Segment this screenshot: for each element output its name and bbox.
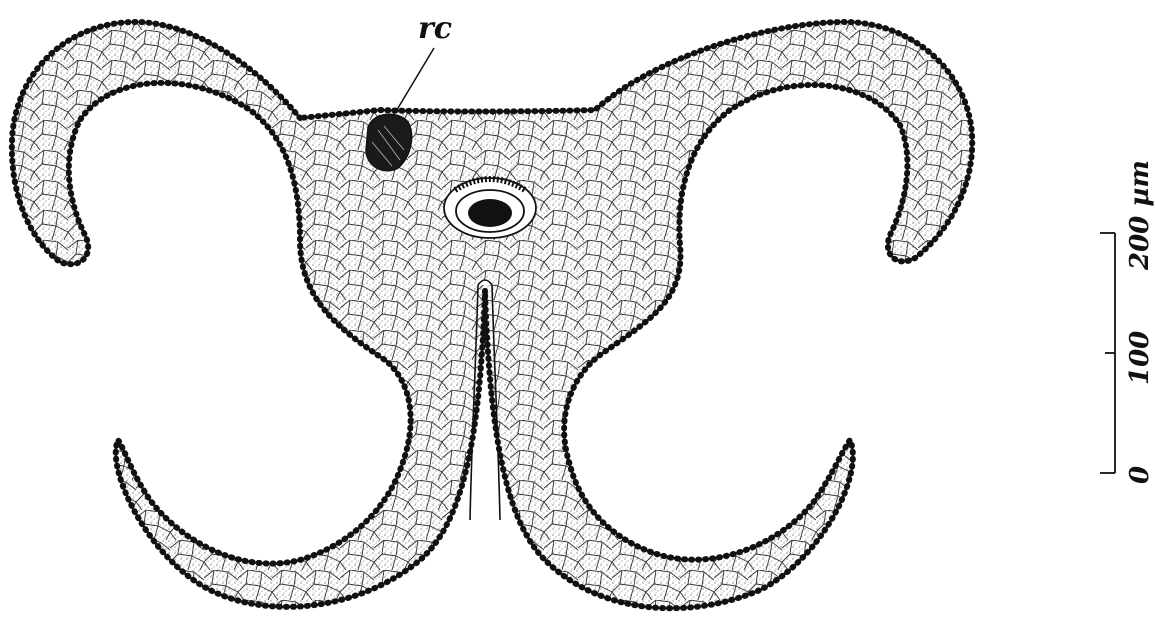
scale-label-100: 100 [1125,331,1155,385]
scale-label-0: 0 [1125,466,1155,484]
rc-label: rc [418,11,452,46]
rc-leader-line [392,48,434,118]
scale-bar: 200 µm 100 0 [1100,160,1155,484]
tissue-section [0,0,1000,622]
central-bundle [444,178,536,238]
rc-label-group: rc [392,11,452,118]
scale-label-200-um: 200 µm [1125,160,1155,271]
